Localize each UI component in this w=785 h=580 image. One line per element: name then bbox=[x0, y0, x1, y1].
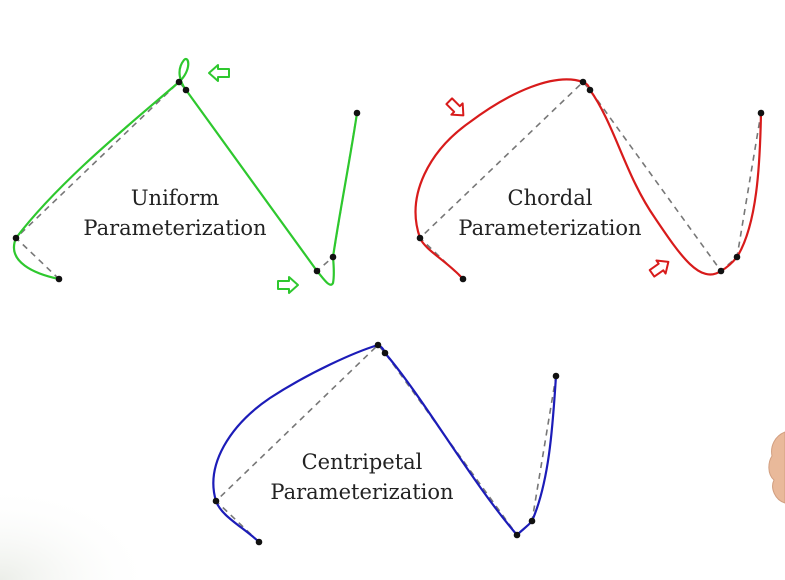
chordal-panel bbox=[414, 78, 765, 283]
uniform-label-line1: Uniform bbox=[130, 186, 220, 210]
control-point bbox=[175, 78, 183, 86]
control-point bbox=[182, 86, 190, 94]
control-point bbox=[416, 234, 424, 242]
control-point bbox=[381, 349, 389, 357]
control-point bbox=[552, 372, 560, 380]
centripetal-panel bbox=[212, 341, 560, 546]
control-point bbox=[513, 531, 521, 539]
control-point bbox=[329, 253, 337, 261]
uniform-cusp-arrow-icon bbox=[277, 276, 299, 294]
uniform-panel bbox=[12, 57, 361, 294]
control-point bbox=[212, 497, 220, 505]
presenter-hand bbox=[768, 431, 785, 504]
centripetal-label: Centripetal Parameterization bbox=[262, 447, 462, 507]
control-point bbox=[255, 538, 263, 546]
control-point bbox=[579, 78, 587, 86]
control-point bbox=[313, 267, 321, 275]
background-shade bbox=[0, 420, 260, 580]
centripetal-curve bbox=[212, 343, 558, 543]
centripetal-label-line2: Parameterization bbox=[270, 480, 454, 504]
control-point bbox=[12, 234, 20, 242]
uniform-loop-arrow-icon bbox=[208, 64, 230, 82]
chordal-overshoot-arrow-icon bbox=[445, 97, 465, 117]
chordal-label-line1: Chordal bbox=[507, 186, 593, 210]
control-point bbox=[586, 86, 594, 94]
uniform-label-line2: Parameterization bbox=[83, 216, 267, 240]
control-point bbox=[353, 109, 361, 117]
control-point bbox=[528, 517, 536, 525]
chordal-label-line2: Parameterization bbox=[458, 216, 642, 240]
centripetal-control-points bbox=[212, 341, 560, 546]
uniform-label: Uniform Parameterization bbox=[75, 183, 275, 243]
centripetal-label-line1: Centripetal bbox=[301, 450, 423, 474]
control-point bbox=[459, 275, 467, 283]
chordal-control-polygon bbox=[418, 80, 762, 280]
chordal-curve bbox=[414, 78, 763, 280]
control-point bbox=[757, 109, 765, 117]
control-point bbox=[55, 275, 63, 283]
control-point bbox=[733, 253, 741, 261]
control-point bbox=[717, 267, 725, 275]
centripetal-control-polygon bbox=[214, 343, 557, 543]
uniform-control-points bbox=[12, 78, 361, 283]
control-point bbox=[374, 341, 382, 349]
chordal-control-points bbox=[416, 78, 765, 283]
chordal-undershoot-arrow-icon bbox=[648, 259, 670, 278]
chordal-label: Chordal Parameterization bbox=[450, 183, 650, 243]
